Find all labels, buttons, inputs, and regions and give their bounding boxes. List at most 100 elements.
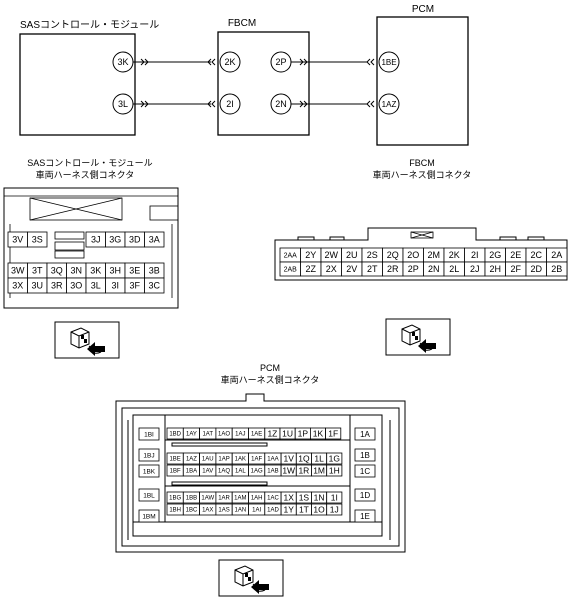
pin-label: 1BG [169,496,181,502]
pin-cell [546,261,568,277]
pin-label: 1AT [202,432,213,438]
pin-label: 3Q [51,266,63,276]
pin-label: 2G [489,250,501,260]
pin-label: 2A [551,250,562,260]
sas-conn-subtitle: 車両ハーネス側コネクタ [36,169,135,180]
pin-label: 1BM [142,513,155,520]
pin-label: 3T [32,266,43,276]
pin-label: 2N [428,264,440,274]
pin-label: 3X [12,281,23,291]
pin-label: 2I [226,99,234,109]
pin-label: 1AX [202,508,213,514]
pin-cell [354,448,376,462]
fbcm-module-box [217,31,310,136]
pin-label: 2D [530,264,542,274]
pin-label: 2T [367,264,378,274]
pin-label: 2K [449,250,460,260]
pin-label: 1U [282,429,293,439]
pin-label: 1A [360,430,370,439]
pin-label: 1AQ [218,469,230,475]
pin-label: 1AI [252,508,261,514]
pin-label: 1AL [235,469,246,475]
pcm-conn-title: PCM [260,363,280,373]
pin-label: 2U [346,250,358,260]
pin-label: 1BA [186,469,197,475]
pin-label: 1Q [298,454,310,464]
pin-label: 1AE [251,432,262,438]
pin-label: 2F [510,264,521,274]
pin-label: 1AC [267,496,279,502]
pin-label: 2E [510,250,521,260]
sas-connector-details [4,195,179,298]
pin-label: 1X [283,493,294,503]
pin-label: 1H [329,466,340,476]
pin-label: 2O [407,250,419,260]
pin-label: 1G [329,454,340,464]
pin-label: 2Z [305,264,316,274]
pcm-title: PCM [412,4,434,15]
pin-label: 1AH [251,496,263,502]
connector-pin-icon [385,318,451,356]
pin-label: 1AY [186,432,197,438]
pin-label: 2N [275,99,287,109]
pin-label: 2H [489,264,501,274]
pin-label: 1C [360,467,370,476]
pin-label: 1AA [267,457,278,463]
pin-label: 1BK [143,468,156,475]
wire-lower [132,100,375,108]
pin-label: 1AN [235,508,247,514]
pin-label: 1AG [251,469,263,475]
pin-label: 2J [470,264,480,274]
pin-cell [138,448,160,462]
pin-label: 2K [224,57,235,67]
pin-label: 2L [449,264,459,274]
pin-label: 1BJ [143,452,154,459]
pin-label: 1O [313,505,325,515]
pin-cell [326,464,343,477]
pin-label: 3A [149,235,160,245]
pin-label: 1AV [202,469,213,475]
pin-label: 2P [275,57,286,67]
pin-label: 2X [326,264,337,274]
pin-label: 1AD [267,508,279,514]
pin-cell [326,491,343,504]
pin-cell [27,231,48,248]
pin-label: 1K [313,429,324,439]
pin-label: 2V [346,264,357,274]
pin-cell [354,488,376,502]
pin-label: 1AU [202,457,214,463]
pin-label: 1BE [381,58,396,67]
pin-label: 2R [387,264,399,274]
fbcm-latch [410,231,434,239]
pin-label: 1T [299,505,309,515]
pin-cell [144,277,165,294]
pin-label: 2B [551,264,562,274]
pin-label: 1BI [144,431,154,438]
pin-label: 2M [427,250,440,260]
pin-label: 2Y [305,250,316,260]
pin-cell [138,488,160,502]
pin-label: 1AS [218,508,229,514]
pin-label: 3F [129,281,140,291]
pin-label: 1L [314,454,324,464]
pin-cell [354,464,376,478]
pin-label: 1AJ [235,432,245,438]
pin-cell [144,231,165,248]
pin-label: 3B [149,266,160,276]
pin-label: 2W [325,250,339,260]
pin-label: 1E [360,512,370,521]
pin-label: 1J [330,505,339,515]
pin-label: 1P [298,429,309,439]
pin-cell [354,509,376,523]
pin-label: 1BL [143,492,155,499]
pin-label: 1BB [186,496,197,502]
pin-label: 3R [51,281,63,291]
pin-label: 1AM [234,496,246,502]
pin-label: 3S [32,235,43,245]
pin-label: 1AB [267,469,278,475]
connector-pin-icon [54,321,120,359]
pin-label: 3W [11,266,25,276]
